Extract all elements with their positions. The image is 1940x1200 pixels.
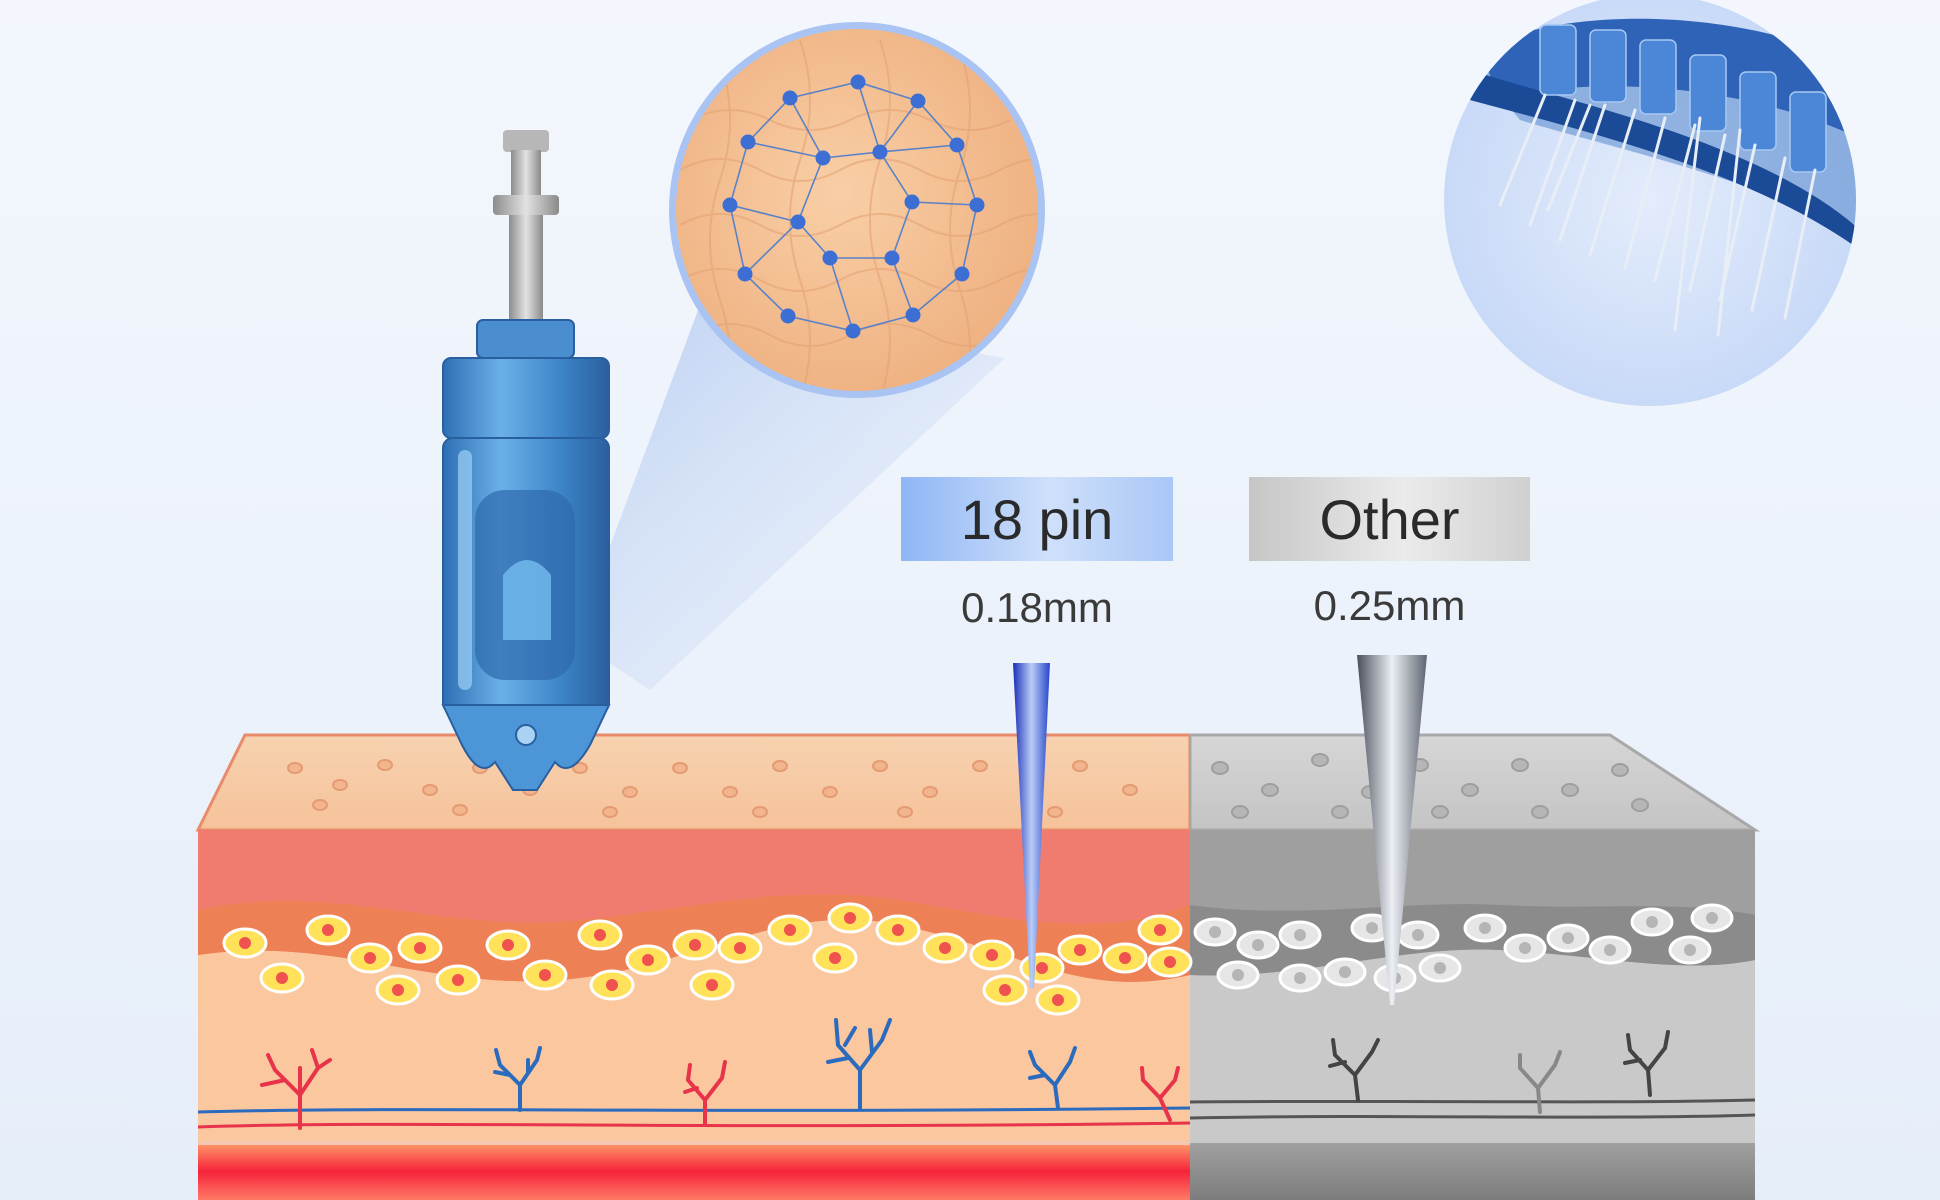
label-18pin-title: 18 pin	[960, 487, 1114, 551]
skin-pores-grey	[1211, 753, 1649, 819]
skin-pores	[287, 759, 1138, 818]
label-18pin-diameter: 0.18mm	[961, 584, 1113, 631]
needle-other	[1357, 655, 1427, 1005]
label-18pin: 18 pin	[901, 477, 1173, 561]
label-other: Other	[1249, 477, 1530, 561]
skin-zoom-circle	[669, 22, 1045, 398]
label-other-title: Other	[1319, 487, 1460, 551]
blood-capillaries-grey	[1328, 1030, 1670, 1114]
needle-18pin	[1013, 663, 1050, 988]
skin-cross-section-other	[1190, 733, 1761, 1200]
fat-cells	[222, 902, 1193, 1016]
blood-capillaries	[260, 1018, 1180, 1130]
microneedle-cartridge	[441, 130, 611, 791]
label-other-diameter: 0.25mm	[1313, 582, 1466, 629]
needle-tip-zoom-circle	[1444, 0, 1856, 406]
magnifier-beam	[575, 305, 1005, 690]
